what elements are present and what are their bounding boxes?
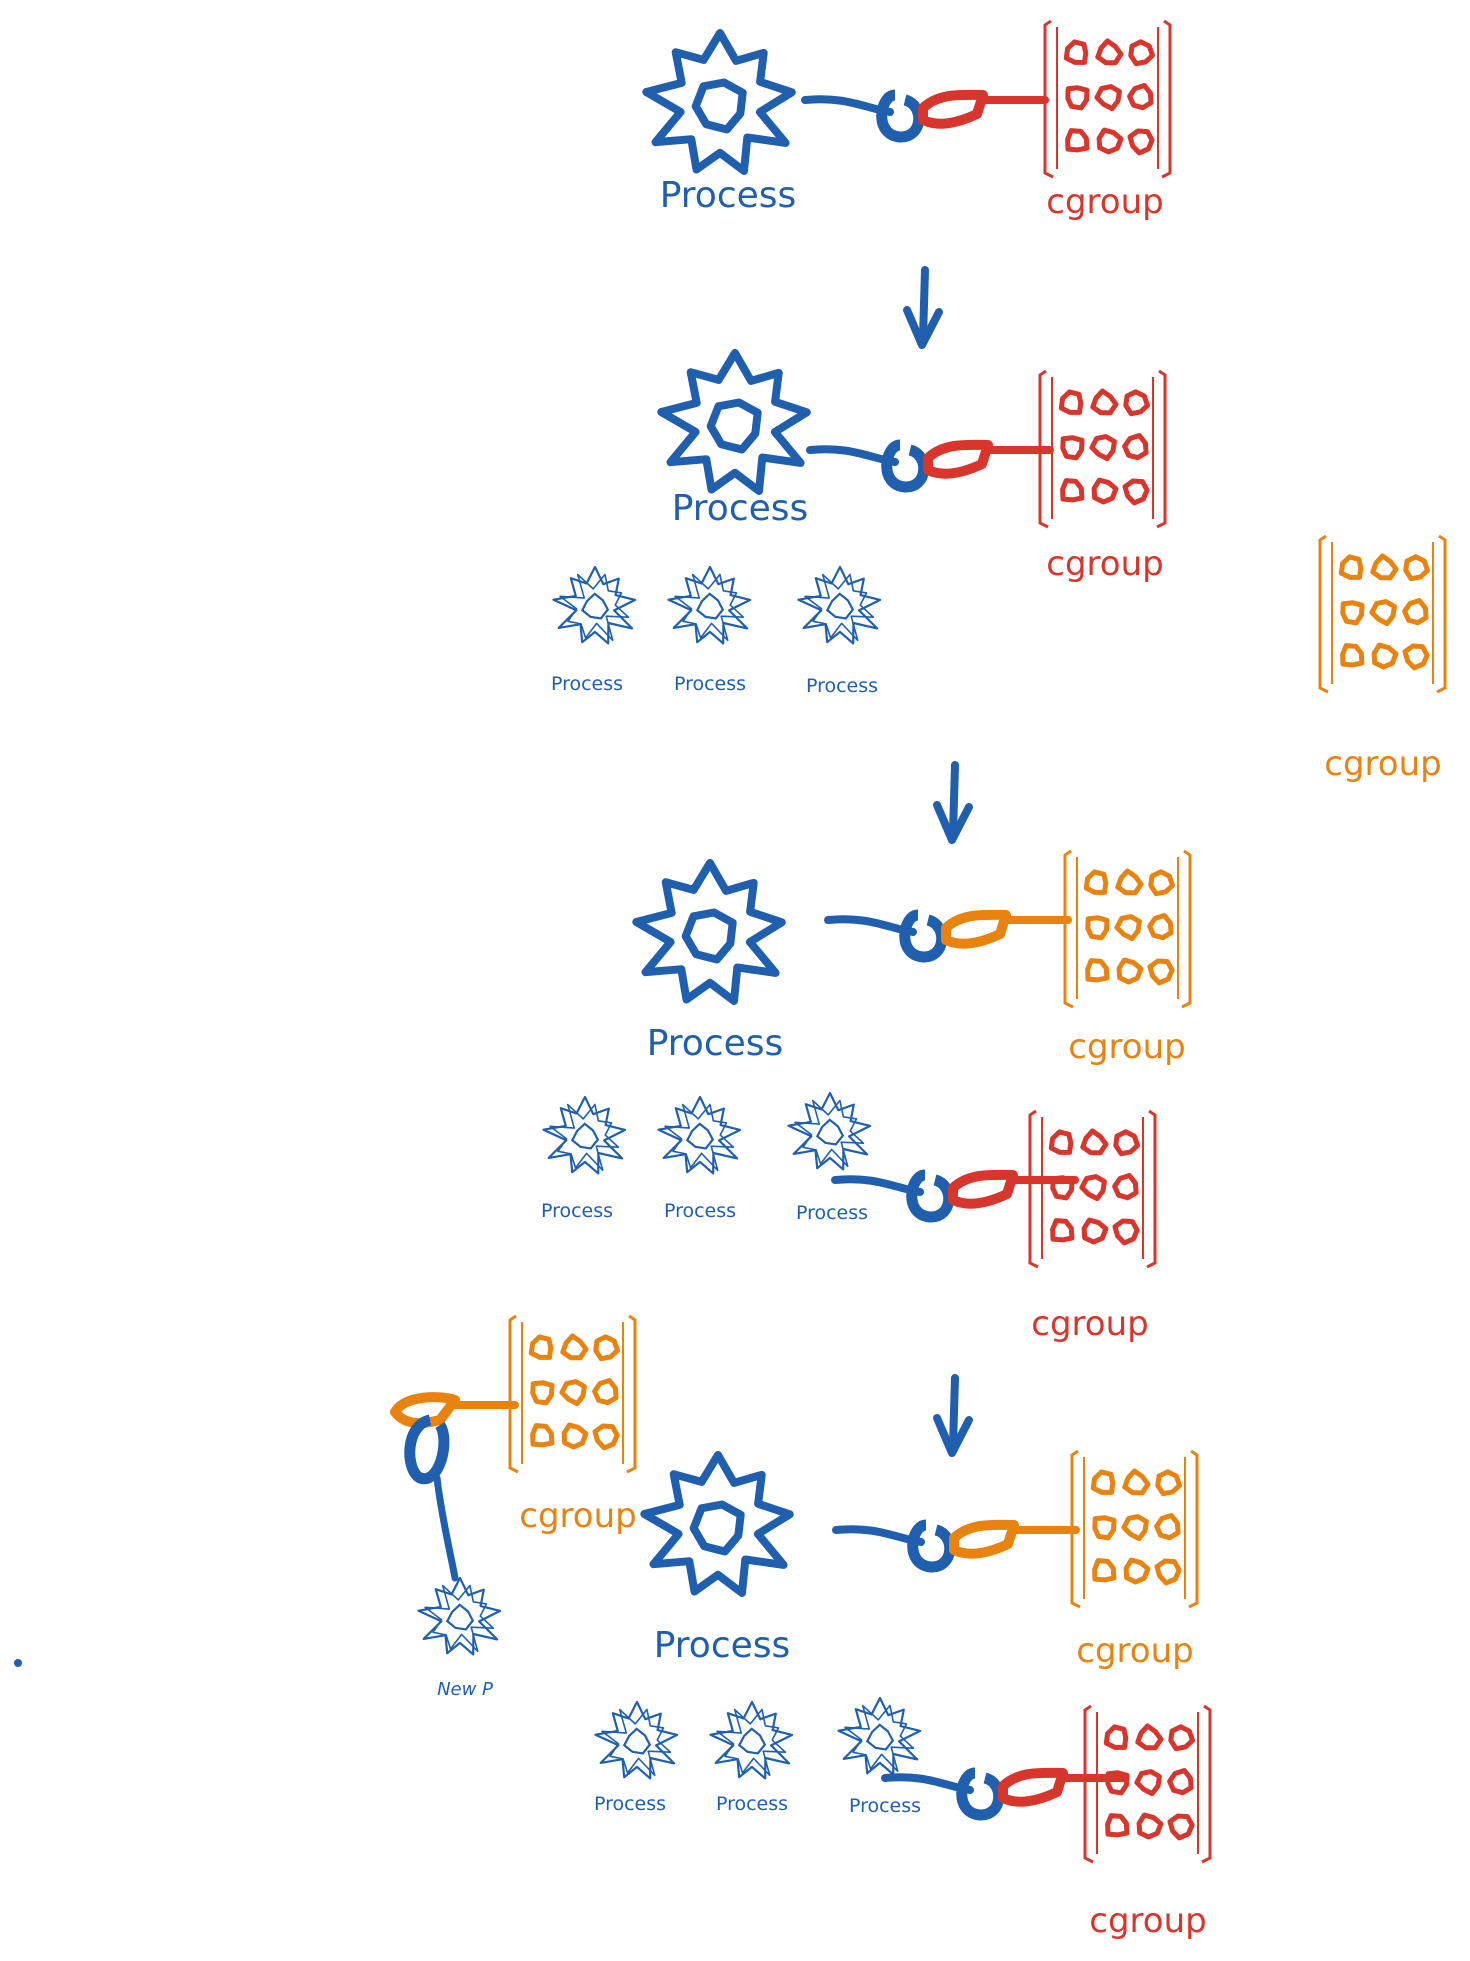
cgroup-link: [801, 89, 1049, 143]
child-process-icon: [837, 1696, 922, 1776]
process-icon: [657, 349, 811, 495]
child-process-label: Process: [541, 1200, 613, 1222]
cgroup-box: [1038, 369, 1167, 529]
new-process-link: [390, 1392, 519, 1582]
child-process-label: Process: [594, 1793, 666, 1815]
new-cgroup-box: [508, 1314, 637, 1474]
process-label: Process: [672, 488, 809, 529]
process-label: Process: [660, 175, 797, 216]
cgroup-label: cgroup: [1076, 1631, 1193, 1671]
cgroup-label: cgroup: [1068, 1027, 1185, 1067]
arrow-down-icon: [903, 266, 943, 349]
cgroup-link: [824, 909, 1072, 963]
arrow-down-icon: [933, 761, 973, 844]
cgroup-link: [832, 1519, 1080, 1573]
child-process-label: Process: [716, 1793, 788, 1815]
child-process-icon: [542, 1095, 627, 1175]
cgroup-label: cgroup: [1324, 744, 1441, 784]
cgroup-box: [1070, 1449, 1199, 1609]
new-process-label: New P: [437, 1679, 493, 1700]
child-process-icon: [709, 1700, 794, 1780]
cgroup-box: [1318, 534, 1447, 694]
new-process-icon: [417, 1576, 502, 1656]
process-label: Process: [647, 1023, 784, 1064]
process-icon: [642, 29, 796, 175]
child-process-label: Process: [674, 673, 746, 695]
child-process-icon: [797, 565, 882, 645]
cgroup-label: cgroup: [519, 1496, 636, 1536]
stage-1: Process cgroup: [642, 19, 1172, 222]
child-cgroup-link: [831, 1169, 1079, 1223]
child-process-label: Process: [551, 673, 623, 695]
child-process-label: Process: [806, 675, 878, 697]
child-process-icon: [594, 1700, 679, 1780]
stray-dot: [14, 1659, 22, 1667]
child-process-label: Process: [796, 1202, 868, 1224]
stage-4: cgroup New P Process cgroup Process Proc…: [390, 1314, 1212, 1941]
stage-2: Process cgroup Process Process Process c…: [551, 349, 1447, 784]
cgroup-box: [1043, 19, 1172, 179]
arrow-down-icon: [933, 1374, 973, 1457]
stage-3: Process cgroup Process Process Process c…: [541, 849, 1192, 1344]
child-process-icon: [552, 565, 637, 645]
cgroup-link: [806, 439, 1054, 493]
cgroup-label: cgroup: [1046, 544, 1163, 584]
cgroup-label: cgroup: [1089, 1901, 1206, 1941]
cgroup-box: [1028, 1109, 1157, 1269]
cgroup-label: cgroup: [1031, 1304, 1148, 1344]
cgroup-box: [1063, 849, 1192, 1009]
cgroup-label: cgroup: [1046, 182, 1163, 222]
child-process-icon: [657, 1095, 742, 1175]
child-cgroup-link: [881, 1767, 1129, 1821]
child-process-icon: [667, 565, 752, 645]
child-process-label: Process: [849, 1795, 921, 1817]
process-icon: [640, 1451, 794, 1597]
process-label: Process: [654, 1625, 791, 1666]
process-icon: [632, 859, 786, 1005]
cgroup-box: [1083, 1704, 1212, 1864]
child-process-icon: [787, 1091, 872, 1171]
child-process-label: Process: [664, 1200, 736, 1222]
